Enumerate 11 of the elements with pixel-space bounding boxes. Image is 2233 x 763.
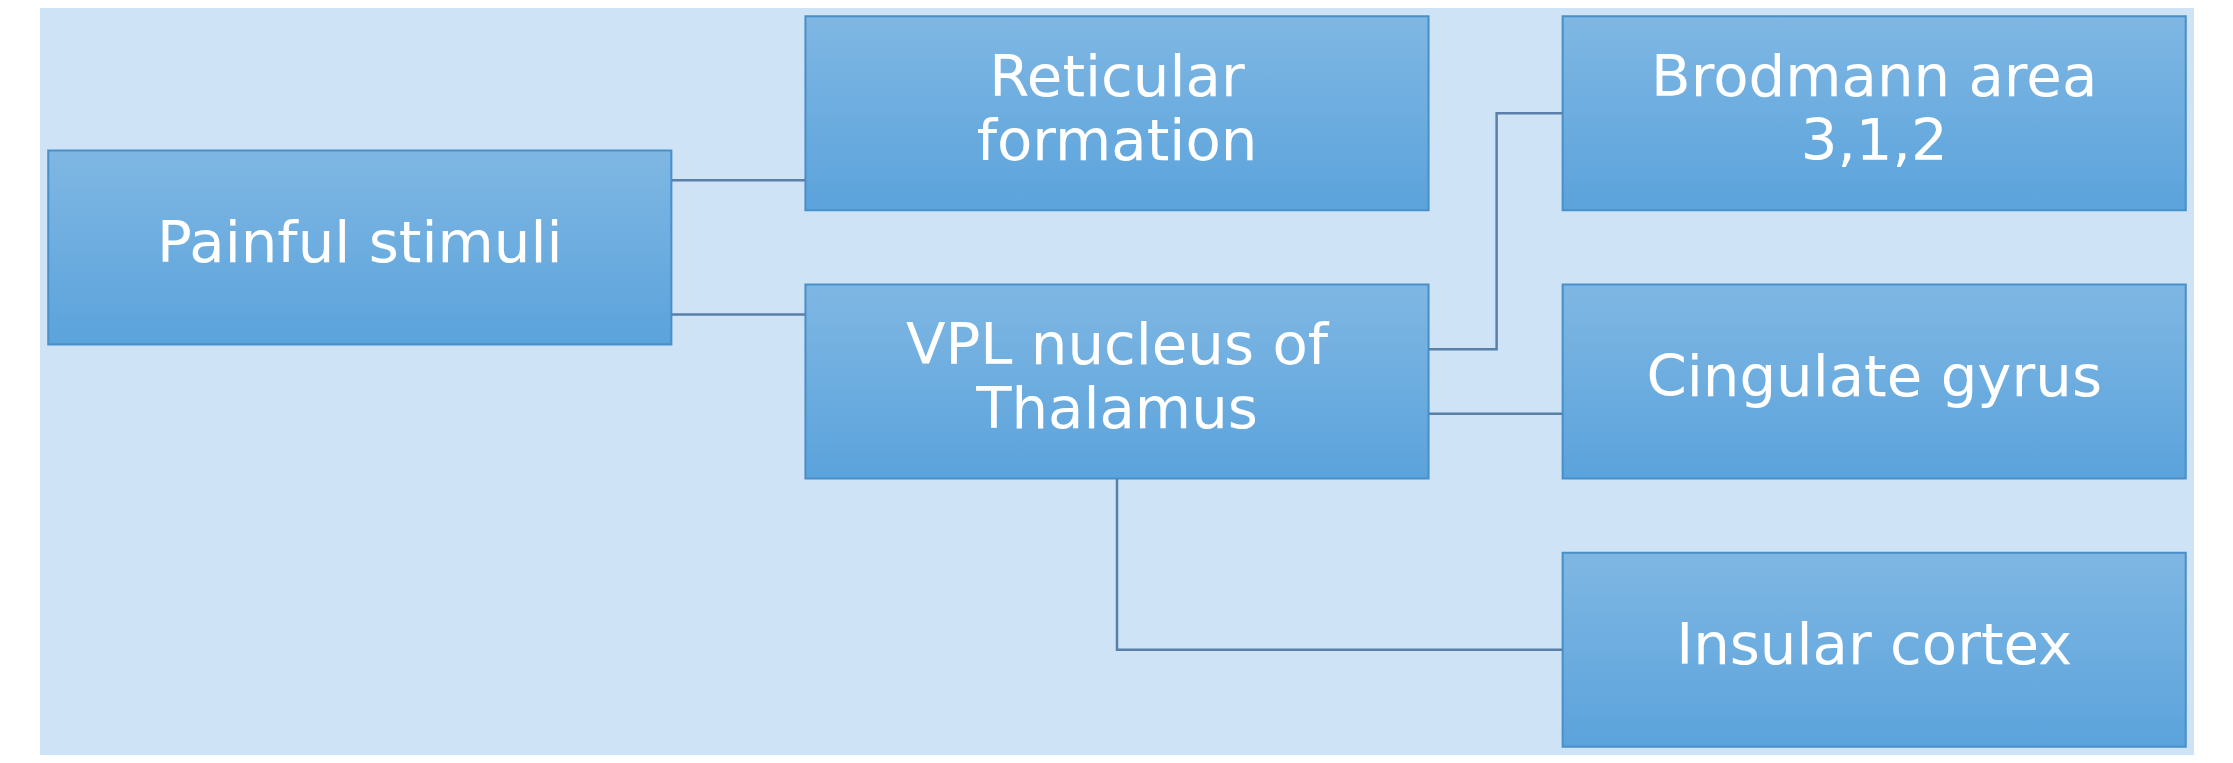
- node-box: Reticular formation: [803, 15, 1430, 212]
- connector: [1428, 112, 1562, 351]
- node-box: Painful stimuli: [46, 149, 672, 346]
- node-box: Brodmann area 3,1,2: [1561, 15, 2187, 212]
- node-box: VPL nucleus of Thalamus: [803, 283, 1430, 480]
- connector: [1428, 412, 1562, 416]
- connector: [671, 313, 805, 316]
- connector: [1115, 479, 1562, 651]
- node-box: Insular cortex: [1561, 551, 2187, 748]
- connector: [671, 179, 805, 182]
- node-box: Cingulate gyrus: [1561, 283, 2187, 480]
